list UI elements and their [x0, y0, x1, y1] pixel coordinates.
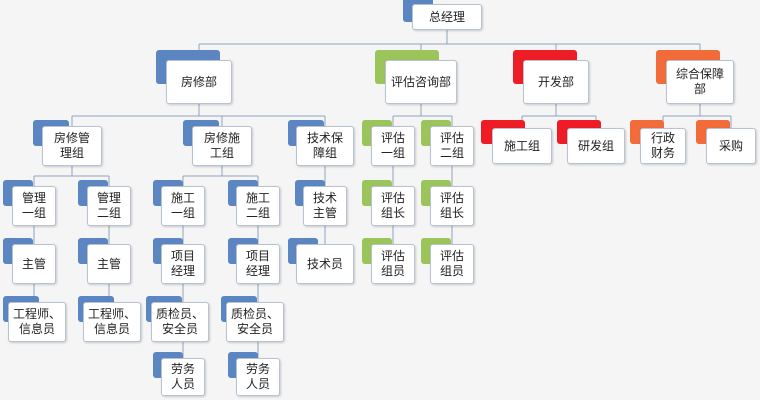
- node-mg1: 管理 一组: [12, 186, 56, 226]
- node-pm2: 项目 经理: [236, 244, 280, 284]
- node-ts-staff: 技术员: [296, 244, 354, 284]
- node-ts-mgr: 技术 主管: [303, 186, 347, 226]
- node-dept-eval: 评估咨询部: [385, 60, 457, 104]
- node-ev2: 评估 二组: [430, 126, 474, 166]
- node-lw2: 劳务 人员: [236, 358, 280, 396]
- node-qa1: 质检员、 安全员: [151, 302, 209, 342]
- node-mg2: 管理 二组: [87, 186, 131, 226]
- node-hc-group: 房修施 工组: [192, 126, 252, 166]
- node-eng2: 工程师、 信息员: [83, 302, 141, 342]
- node-ts-group: 技术保 障组: [296, 126, 354, 166]
- node-evl2: 评估 组长: [430, 186, 474, 226]
- node-dept-house: 房修部: [166, 60, 232, 104]
- node-evm2: 评估 组员: [430, 244, 474, 284]
- node-pm1: 项目 经理: [161, 244, 205, 284]
- node-evm1: 评估 组员: [371, 244, 415, 284]
- node-ev1: 评估 一组: [371, 126, 415, 166]
- node-ceo: 总经理: [412, 4, 482, 30]
- node-dev-rd: 研发组: [567, 128, 625, 164]
- node-eng1: 工程师、 信息员: [8, 302, 66, 342]
- node-dept-admin: 综合保障 部: [666, 60, 734, 104]
- node-sg2: 施工 二组: [236, 186, 280, 226]
- node-evl1: 评估 组长: [371, 186, 415, 226]
- node-zg1: 主管: [12, 244, 56, 284]
- node-hm-group: 房修管 理组: [42, 126, 102, 166]
- node-adm-buy: 采购: [706, 128, 756, 164]
- node-adm-fin: 行政 财务: [640, 128, 686, 164]
- node-zg2: 主管: [87, 244, 131, 284]
- node-dept-dev: 开发部: [523, 60, 589, 104]
- node-lw1: 劳务 人员: [161, 358, 205, 396]
- node-qa2: 质检员、 安全员: [226, 302, 284, 342]
- node-sg1: 施工 一组: [161, 186, 205, 226]
- node-dev-build: 施工组: [492, 128, 552, 164]
